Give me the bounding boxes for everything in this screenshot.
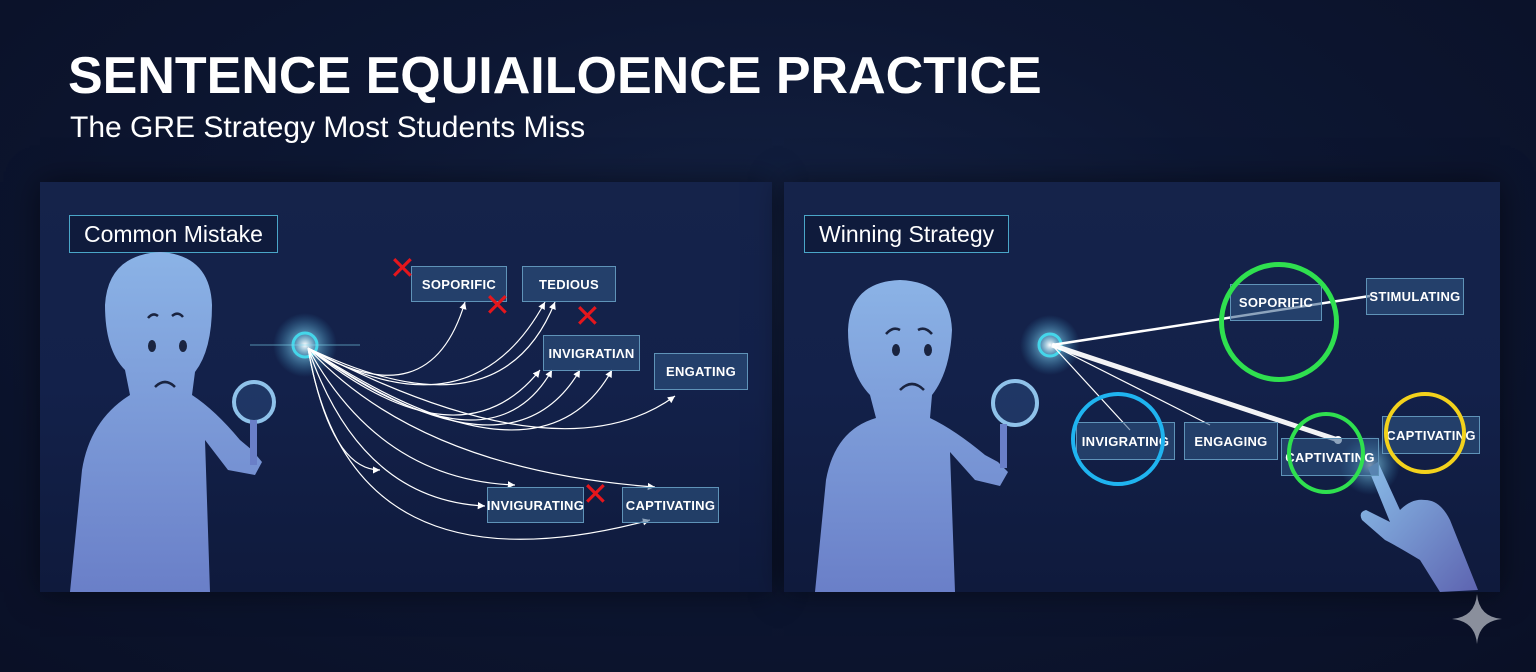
green-highlight-ring [1219,262,1339,382]
word-soporific-left[interactable]: SOPORIFIC [411,266,507,302]
sparkle-icon [1452,594,1502,644]
confused-figure-left [70,252,276,592]
common-mistake-label: Common Mistake [69,215,278,253]
wrong-mark-icon: ✕ [389,249,416,287]
word-captivating-left[interactable]: CAPTIVATING [622,487,719,523]
winning-strategy-label: Winning Strategy [804,215,1010,253]
word-engating-left[interactable]: ENGATING [654,353,748,390]
yellow-highlight-ring [1384,392,1466,474]
confusion-arrows [307,301,676,540]
concerned-figure-right [815,280,1039,592]
wrong-mark-icon: ✕ [574,297,601,335]
green-selected-ring [1287,412,1365,494]
word-invigration-left[interactable]: INVIGRATIΛN [543,335,640,371]
wrong-mark-icon: ✕ [484,286,511,324]
page-title: SENTENCE EQUIAILOENCE PRACTICE [68,47,1042,105]
wrong-mark-icon: ✕ [582,475,609,513]
page-subtitle: The GRE Strategy Most Students Miss [70,111,586,144]
word-stimulating-right[interactable]: STIMULATING [1366,278,1464,315]
word-invigurating-left[interactable]: INVIGURATING [487,487,584,523]
blue-highlight-ring [1071,392,1165,486]
word-engaging-right[interactable]: ENGAGING [1184,422,1278,460]
word-tedious-left[interactable]: TEDIOUS [522,266,616,302]
